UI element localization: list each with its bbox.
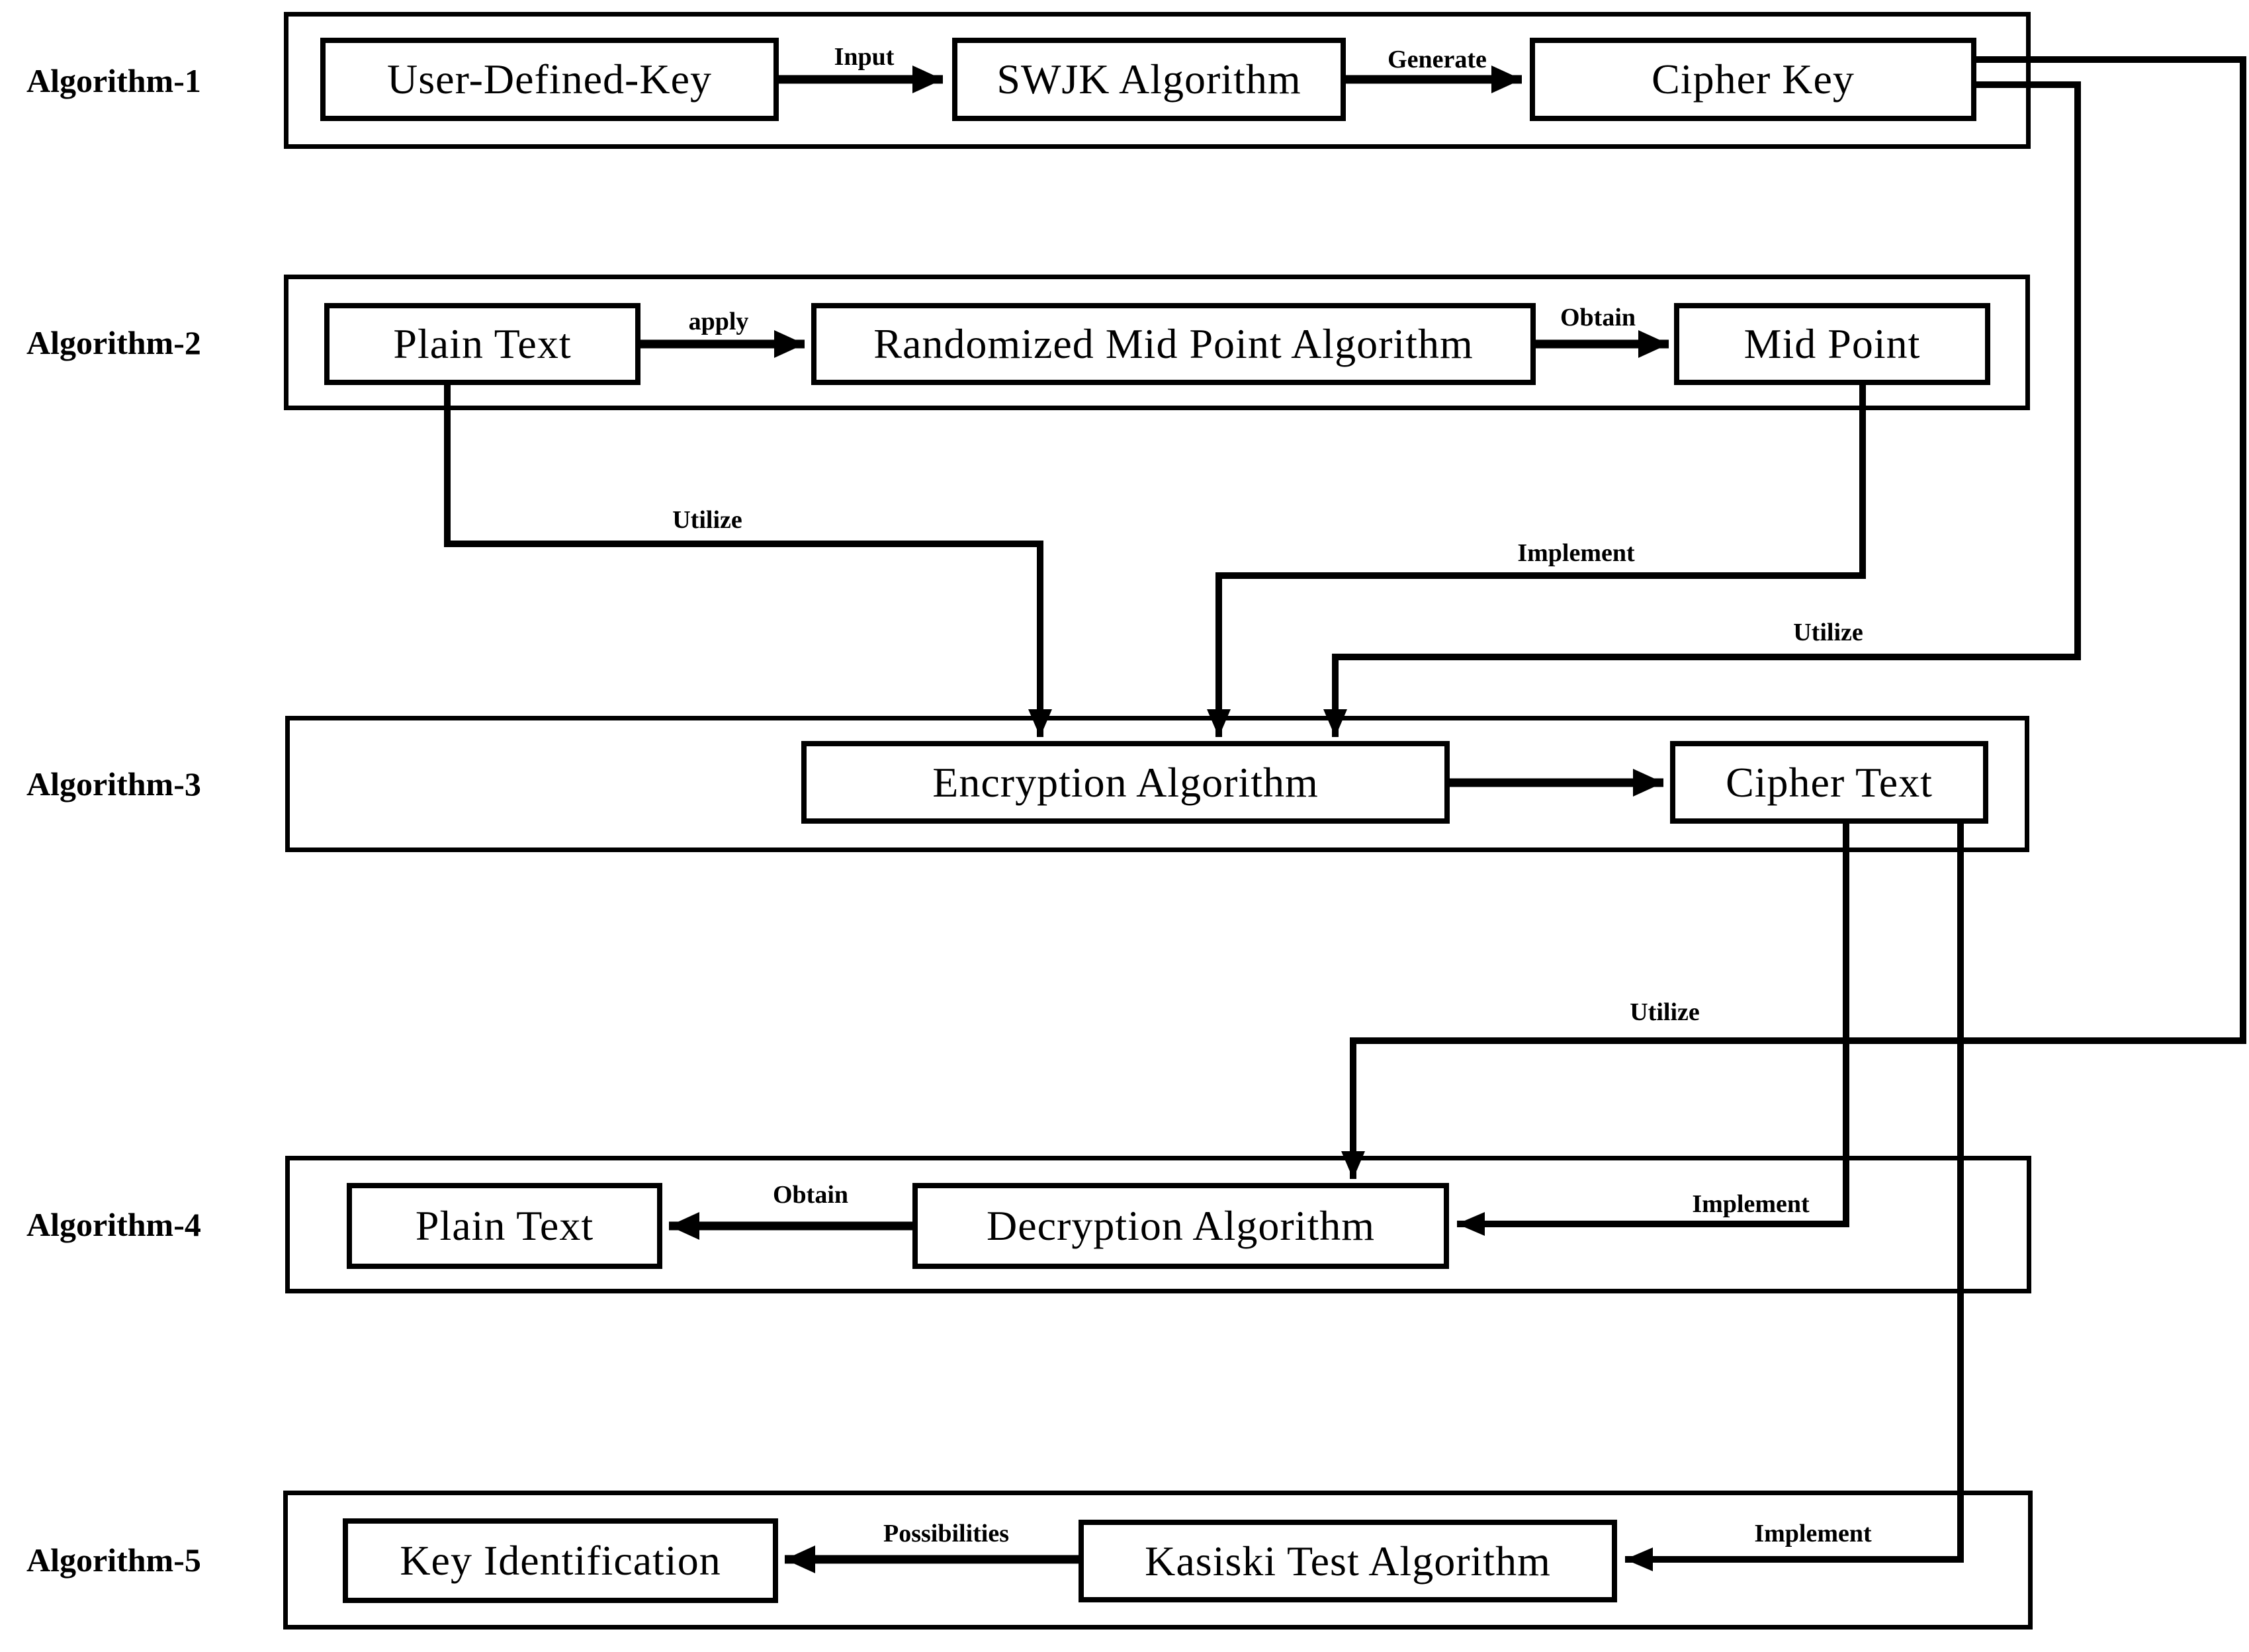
connector-plaintext-utilize-encryption	[444, 385, 1052, 737]
row-label-algorithm-2: Algorithm-2	[26, 324, 201, 361]
edge-label-implement-ciphertext-kasiski: Implement	[1754, 1520, 1872, 1547]
edge-label-implement-ciphertext-decryption: Implement	[1692, 1190, 1810, 1218]
node-swjk-algorithm-label: SWJK Algorithm	[996, 56, 1301, 103]
node-encryption-algorithm: Encryption Algorithm	[801, 741, 1450, 824]
edge-label-obtain-decryption: Obtain	[772, 1181, 849, 1209]
node-cipher-text: Cipher Text	[1670, 741, 1988, 824]
edge-label-utilize-plaintext: Utilize	[672, 506, 742, 534]
node-kasiski-test-algorithm: Kasiski Test Algorithm	[1079, 1520, 1617, 1602]
connector-cipherkey-utilize-encryption	[1323, 81, 2081, 737]
node-decryption-algorithm-label: Decryption Algorithm	[986, 1202, 1376, 1249]
node-cipher-text-label: Cipher Text	[1726, 758, 1933, 806]
node-encryption-algorithm-label: Encryption Algorithm	[932, 758, 1319, 806]
node-randomized-mid-point-algorithm: Randomized Mid Point Algorithm	[811, 303, 1536, 385]
row-label-algorithm-5: Algorithm-5	[26, 1542, 201, 1579]
node-mid-point: Mid Point	[1674, 303, 1990, 385]
node-key-identification-label: Key Identification	[400, 1537, 721, 1584]
node-plain-text-row2: Plain Text	[324, 303, 640, 385]
edge-label-possibilities: Possibilities	[883, 1520, 1010, 1547]
edge-label-utilize-cipherkey-encryption: Utilize	[1793, 619, 1863, 646]
node-kasiski-test-algorithm-label: Kasiski Test Algorithm	[1145, 1537, 1551, 1585]
node-plain-text-row4: Plain Text	[347, 1183, 662, 1269]
node-decryption-algorithm: Decryption Algorithm	[912, 1183, 1449, 1269]
edge-label-input: Input	[834, 43, 895, 71]
node-user-defined-key-label: User-Defined-Key	[387, 56, 712, 103]
node-swjk-algorithm: SWJK Algorithm	[952, 38, 1346, 121]
node-mid-point-label: Mid Point	[1743, 320, 1921, 367]
node-user-defined-key: User-Defined-Key	[320, 38, 779, 121]
edge-label-apply: apply	[688, 308, 749, 335]
row-label-algorithm-1: Algorithm-1	[26, 62, 201, 99]
edge-label-generate: Generate	[1388, 46, 1487, 73]
node-plain-text-row4-label: Plain Text	[415, 1202, 594, 1249]
edge-label-utilize-cipherkey-decryption: Utilize	[1630, 998, 1700, 1026]
node-key-identification: Key Identification	[343, 1518, 778, 1603]
edge-label-implement-midpoint: Implement	[1517, 539, 1635, 567]
node-randomized-mid-point-algorithm-label: Randomized Mid Point Algorithm	[873, 320, 1474, 367]
row-label-algorithm-3: Algorithm-3	[26, 765, 201, 803]
edge-label-obtain-midpoint: Obtain	[1560, 304, 1636, 331]
node-cipher-key-label: Cipher Key	[1652, 56, 1855, 103]
node-cipher-key: Cipher Key	[1530, 38, 1976, 121]
row-label-algorithm-4: Algorithm-4	[26, 1206, 201, 1243]
node-plain-text-row2-label: Plain Text	[393, 320, 572, 367]
